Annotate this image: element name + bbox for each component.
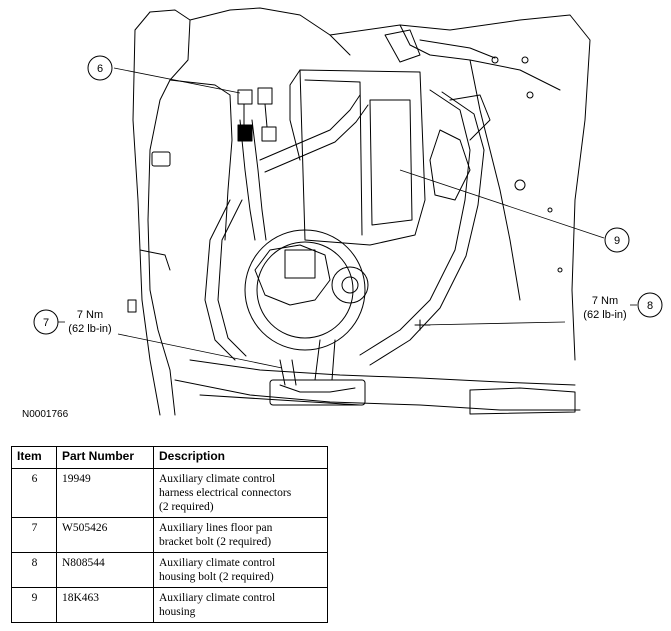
row-description-line: Auxiliary climate control [159, 473, 276, 485]
row-description-line: Auxiliary climate control [159, 592, 276, 604]
row-description-line: bracket bolt (2 required) [159, 536, 272, 548]
callout-8: 8 7 Nm (62 lb-in) [583, 292, 663, 321]
parts-table: Item Part Number Description 6 19949 Aux… [11, 446, 328, 623]
row-description-line: Auxiliary climate control [159, 557, 276, 569]
callout-7-torque: 7 Nm [77, 309, 103, 321]
row-description: Auxiliary lines floor pan bracket bolt (… [153, 517, 328, 553]
table-row: 8 N808544 Auxiliary climate control hous… [11, 552, 328, 588]
row-item: 6 [11, 468, 57, 518]
row-item: 9 [11, 587, 57, 623]
row-description-line: housing [159, 606, 196, 618]
header-description: Description [153, 446, 328, 469]
callout-9-number: 9 [614, 235, 620, 247]
leader-line-7 [117, 333, 283, 369]
row-description: Auxiliary climate control housing bolt (… [153, 552, 328, 588]
callout-7: 7 7 Nm (62 lb-in) [33, 309, 112, 335]
blower-wheel [244, 229, 366, 351]
row-description: Auxiliary climate control housing [153, 587, 328, 623]
figure-id-label: N0001766 [22, 409, 69, 420]
connector-b [257, 87, 273, 105]
row-description: Auxiliary climate control harness electr… [153, 468, 328, 518]
callout-8-torque: 7 Nm [592, 295, 618, 307]
row-description-line: harness electrical connectors [159, 487, 292, 499]
exploded-view-figure: 6 9 7 7 Nm (62 lb-in) 8 7 Nm (62 lb-in) … [22, 7, 663, 420]
row-description-line: (2 required) [159, 501, 214, 513]
callout-7-number: 7 [43, 317, 49, 329]
connector-d [261, 126, 277, 142]
table-row: 9 18K463 Auxiliary climate control housi… [11, 587, 328, 623]
connector-c [237, 124, 253, 142]
row-item: 8 [11, 552, 57, 588]
row-description-line: Auxiliary lines floor pan [159, 522, 273, 534]
header-part-number: Part Number [56, 446, 154, 469]
table-header-row: Item Part Number Description [11, 446, 328, 469]
pillar-outline [147, 9, 191, 416]
row-part-number: 18K463 [56, 587, 154, 623]
connector-a [237, 89, 253, 105]
climate-housing-outline [299, 69, 426, 246]
header-item: Item [11, 446, 57, 469]
leader-line-9 [399, 169, 605, 239]
component-illustration: 6 9 7 7 Nm (62 lb-in) 8 7 Nm (62 lb-in) … [22, 7, 663, 420]
row-part-number: 19949 [56, 468, 154, 518]
leader-line-8 [421, 321, 566, 326]
table-row: 7 W505426 Auxiliary lines floor pan brac… [11, 517, 328, 553]
row-item: 7 [11, 517, 57, 553]
row-part-number: W505426 [56, 517, 154, 553]
callout-6: 6 [87, 55, 113, 81]
callout-7-torque-imperial: (62 lb-in) [68, 323, 111, 335]
row-part-number: N808544 [56, 552, 154, 588]
callout-9: 9 [604, 227, 630, 253]
callout-6-number: 6 [97, 63, 103, 75]
callout-8-torque-imperial: (62 lb-in) [583, 309, 626, 321]
row-description-line: housing bolt (2 required) [159, 571, 274, 583]
leader-line-6 [113, 67, 241, 94]
callout-8-number: 8 [647, 300, 653, 312]
table-row: 6 19949 Auxiliary climate control harnes… [11, 468, 328, 518]
